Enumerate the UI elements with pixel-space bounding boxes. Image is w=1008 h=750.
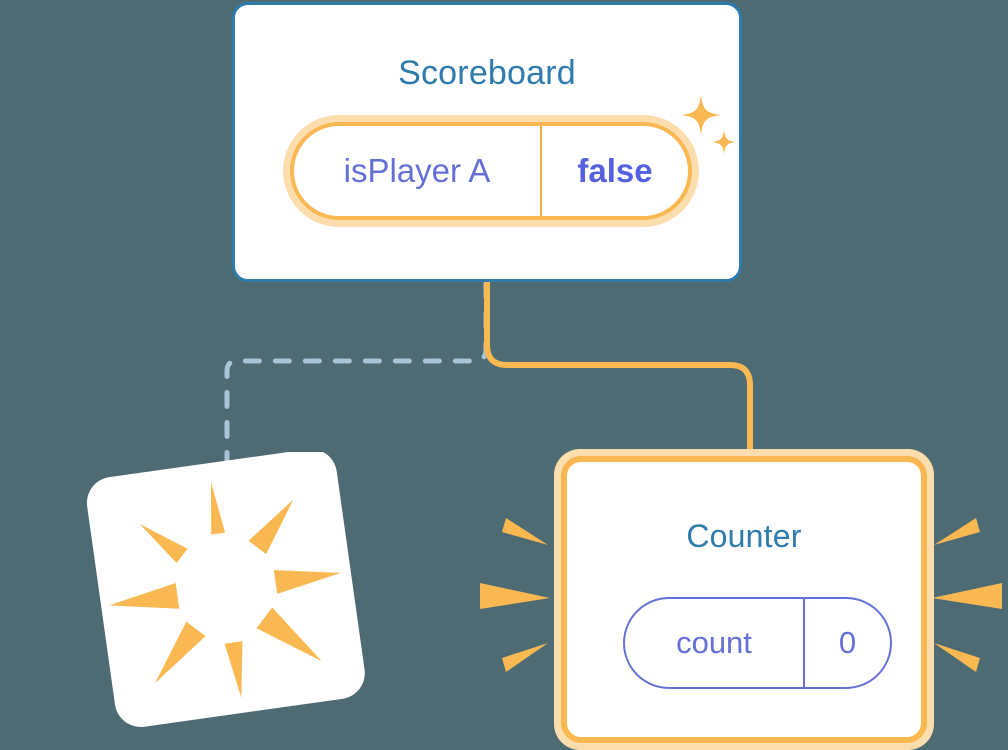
counter-burst-rays-left bbox=[480, 518, 550, 672]
counter-burst-rays-right bbox=[932, 518, 1002, 672]
scoreboard-state-key: isPlayer A bbox=[343, 152, 491, 189]
counter-card-highlight-ring: Counter count 0 bbox=[554, 449, 934, 750]
scoreboard-title: Scoreboard bbox=[398, 54, 576, 92]
connector-solid-scoreboard-to-counter bbox=[484, 281, 753, 462]
burst-square bbox=[86, 452, 365, 727]
connector-dashed-scoreboard-to-square bbox=[224, 280, 489, 483]
scoreboard-state-value: false bbox=[540, 126, 688, 216]
counter-card[interactable]: Counter count 0 bbox=[561, 456, 927, 743]
counter-state-key: count bbox=[676, 625, 752, 660]
counter-state-value: 0 bbox=[803, 599, 890, 687]
burst-square-shape bbox=[86, 452, 365, 727]
counter-title: Counter bbox=[686, 518, 802, 554]
counter-state-pill[interactable]: count 0 bbox=[623, 597, 892, 689]
burst-rays bbox=[109, 482, 341, 698]
scoreboard-state-pill[interactable]: isPlayer A false bbox=[283, 115, 699, 227]
scoreboard-card[interactable]: Scoreboard isPlayer A false bbox=[232, 2, 742, 282]
